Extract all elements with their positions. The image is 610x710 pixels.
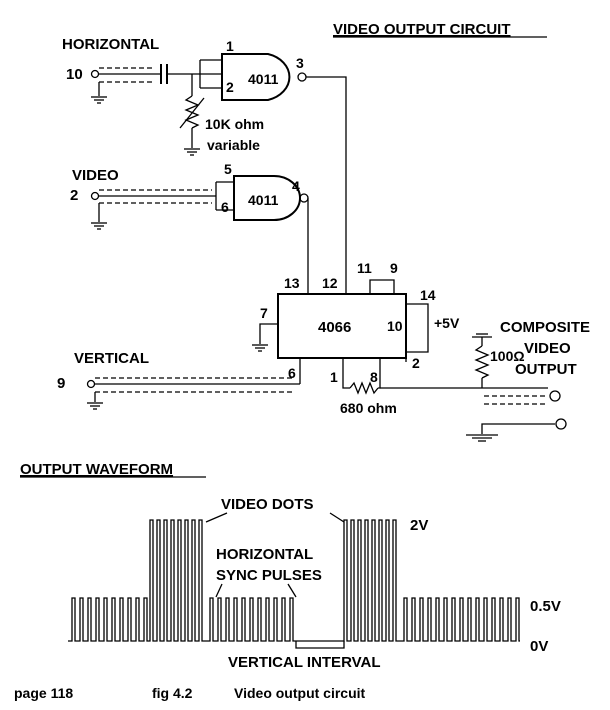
sync-pointer-right	[287, 583, 297, 598]
footer-caption: Video output circuit	[234, 685, 366, 701]
vertical-pin: 9	[57, 375, 65, 392]
gate1-chip-label: 4011	[248, 71, 279, 87]
nand-gate-1	[221, 53, 291, 101]
composite-label: COMPOSITE	[500, 319, 590, 336]
gate2-chip-label: 4011	[248, 192, 279, 208]
gate2-pin-5: 5	[224, 161, 232, 177]
horizontal-jack	[90, 69, 100, 79]
ic-pin-9: 9	[390, 260, 398, 276]
supply-symbol	[472, 333, 492, 338]
composite-output-label: OUTPUT	[515, 361, 577, 378]
supply-5v-label: +5V	[434, 315, 460, 331]
video-dots-pointer-left	[205, 512, 228, 523]
ground-symbol	[91, 222, 107, 230]
waveform-title: OUTPUT WAVEFORM	[20, 461, 173, 478]
ic-pin-11-9-link	[369, 279, 395, 294]
ic-pin-13: 13	[284, 275, 300, 291]
coupling-capacitor	[160, 64, 168, 84]
ic-pin-10: 10	[387, 318, 403, 334]
ic-pin-8: 8	[370, 369, 378, 385]
video-jack	[90, 191, 100, 201]
footer-page: page 118	[14, 685, 73, 701]
ground-symbol	[252, 344, 268, 352]
horizontal-pin: 10	[66, 66, 83, 83]
ic-pin-1: 1	[330, 369, 338, 385]
sync-pulses-label-line2: SYNC PULSES	[216, 567, 322, 584]
ic-pin-7-ground-lead	[259, 323, 278, 344]
ic-pin-7: 7	[260, 305, 268, 321]
resistor-680-label: 680 ohm	[340, 400, 397, 416]
load-resistor-100	[474, 345, 490, 379]
gate2-pin-6: 6	[221, 199, 229, 215]
output-ground-wire	[481, 423, 555, 434]
ground-symbol	[184, 148, 200, 156]
level-0v-label: 0V	[530, 638, 548, 655]
vertical-interval-label: VERTICAL INTERVAL	[228, 654, 381, 671]
output-jack-signal	[549, 390, 561, 402]
level-05v-label: 0.5V	[530, 598, 561, 615]
vertical-jack	[86, 379, 96, 389]
level-2v-label: 2V	[410, 517, 428, 534]
horizontal-label: HORIZONTAL	[62, 36, 159, 53]
gate1-pin-2: 2	[226, 79, 234, 95]
variable-resistor-arrow	[179, 97, 205, 129]
load-resistor-label: 100Ω	[490, 348, 525, 364]
ic-4066-label: 4066	[318, 319, 351, 336]
gate1-pin-3: 3	[296, 55, 304, 71]
ic-supply-link	[406, 303, 429, 353]
video-pin: 2	[70, 187, 78, 204]
gate1-pin-1: 1	[226, 38, 234, 54]
video-dots-label: VIDEO DOTS	[221, 496, 314, 513]
resistor-680	[349, 381, 379, 395]
gate2-pin-4: 4	[292, 178, 300, 194]
resistor-10k-label: 10K ohm	[205, 116, 264, 132]
ground-symbol	[87, 402, 103, 410]
ic-pin-11: 11	[357, 260, 372, 276]
ic-pin-14: 14	[420, 287, 436, 303]
sync-pointer-left	[215, 583, 223, 598]
vertical-interval-bracket	[295, 641, 345, 649]
footer-fig: fig 4.2	[152, 685, 193, 701]
diagram-title: VIDEO OUTPUT CIRCUIT	[333, 21, 511, 38]
pin1-lead	[342, 358, 350, 389]
ic-pin-2: 2	[412, 355, 420, 371]
output-waveform	[68, 519, 520, 649]
gate1-output-wire	[306, 76, 347, 294]
ic-pin-6: 6	[288, 365, 296, 381]
ground-symbol	[466, 434, 498, 442]
gate2-output-bubble	[299, 193, 309, 203]
output-jack-ground	[555, 418, 567, 430]
resistor-variable-label: variable	[207, 137, 260, 153]
vertical-label: VERTICAL	[74, 350, 149, 367]
video-label: VIDEO	[72, 167, 119, 184]
sync-pulses-label-line1: HORIZONTAL	[216, 546, 313, 563]
composite-video-label: VIDEO	[524, 340, 571, 357]
ic-pin-12: 12	[322, 275, 338, 291]
pin8-lead	[378, 358, 381, 389]
waveform-trace	[68, 519, 520, 642]
video-dots-pointer-right	[329, 512, 345, 523]
ground-symbol	[91, 96, 107, 104]
gate1-output-bubble	[297, 72, 307, 82]
ic-4066-body	[277, 293, 407, 359]
